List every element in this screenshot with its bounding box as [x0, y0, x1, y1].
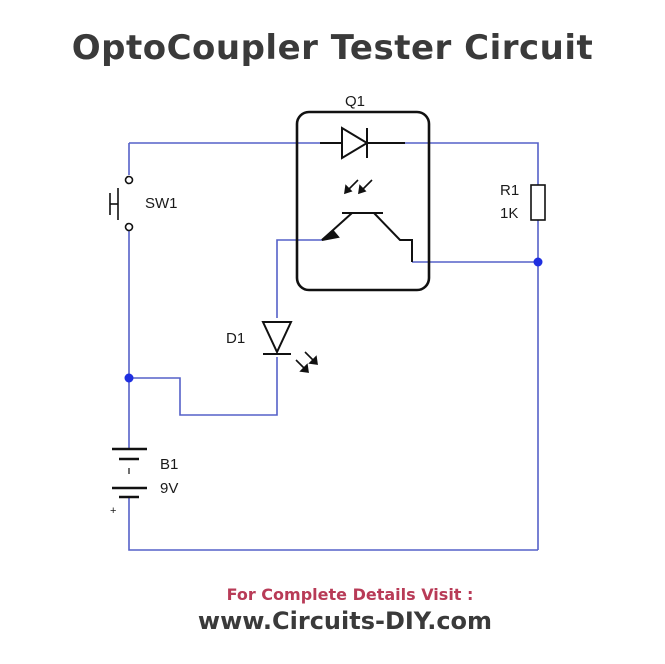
wire-d1-node	[129, 357, 278, 416]
wire-bottom	[128, 497, 538, 551]
sw1-switch-symbol	[109, 175, 134, 232]
d1-led-symbol	[261, 321, 293, 355]
wire-collector	[276, 239, 322, 318]
q1-light-arrows	[344, 179, 373, 195]
d1-light-arrows	[295, 351, 318, 373]
wire-top-right	[405, 142, 539, 185]
junction-node-right	[533, 257, 543, 267]
battery-plus-sign: +	[110, 505, 116, 517]
b1-label: B1	[160, 456, 178, 473]
r1-resistor-symbol	[530, 184, 546, 221]
b1-battery-symbol	[112, 447, 147, 499]
q1-label: Q1	[345, 93, 365, 110]
sw1-label: SW1	[145, 195, 178, 212]
b1-value: 9V	[160, 480, 178, 497]
junction-node-left	[124, 373, 134, 383]
q1-phototransistor-symbol	[321, 212, 413, 262]
footer-visit-text: For Complete Details Visit :	[226, 585, 474, 604]
r1-label: R1	[500, 182, 519, 199]
q1-led-symbol	[320, 126, 405, 160]
wires	[128, 142, 539, 551]
page-title: OptoCoupler Tester Circuit	[71, 28, 594, 68]
r1-value: 1K	[500, 205, 518, 222]
footer-url-link[interactable]: www.Circuits-DIY.com	[197, 607, 493, 635]
d1-label: D1	[226, 330, 245, 347]
q1-package	[295, 110, 431, 292]
